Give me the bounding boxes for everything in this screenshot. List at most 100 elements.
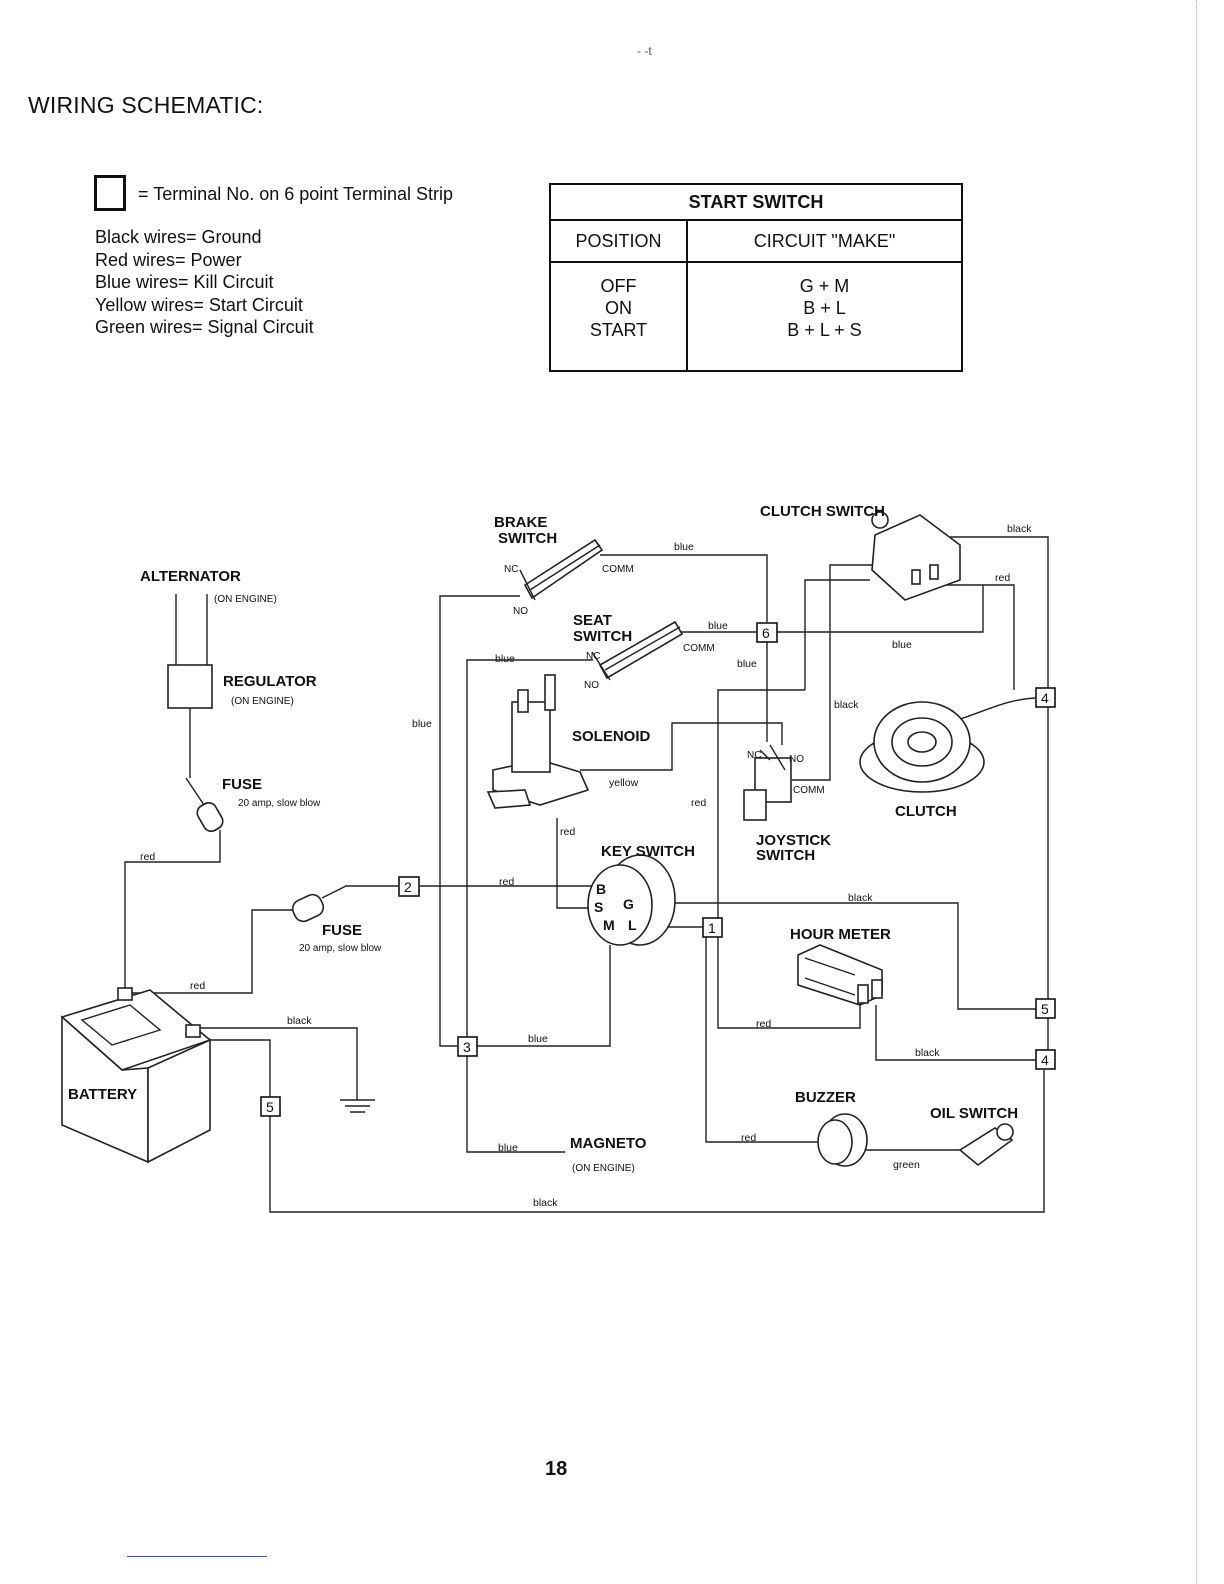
footer-rule	[127, 1556, 267, 1557]
terminal-legend-box	[94, 175, 126, 211]
position-off: OFF	[600, 276, 637, 296]
wire-label-blue: blue	[498, 1142, 518, 1154]
wires	[124, 536, 1049, 1213]
upper-fuse-sub: 20 amp, slow blow	[238, 798, 321, 809]
lower-fuse-label: FUSE	[322, 922, 362, 939]
legend-item: Red wires= Power	[95, 249, 242, 270]
brake-blue-wire	[439, 595, 520, 1047]
brake-no-label: NO	[513, 606, 528, 617]
terminal-6: 6	[762, 625, 770, 641]
seat-nc-blue-wire	[466, 659, 593, 1037]
wire-label-red: red	[190, 980, 205, 992]
wire-label-black: black	[834, 699, 859, 711]
circuit-column: G + M B + L B + L + S	[686, 261, 963, 372]
brake-switch-label-1: BRAKE	[494, 514, 547, 531]
page-title: WIRING SCHEMATIC:	[28, 92, 264, 118]
wire-label-black: black	[1007, 523, 1032, 535]
hour-meter-black-wire	[875, 1005, 1036, 1061]
lower-fuse-icon	[291, 885, 347, 923]
terminal-4-upper: 4	[1041, 690, 1049, 706]
key-switch-icon	[587, 854, 676, 946]
key-m-blue-wire	[477, 945, 611, 1047]
clutch-label: CLUTCH	[895, 803, 957, 820]
wire-label-red: red	[140, 851, 155, 863]
page-number: 18	[545, 1458, 568, 1480]
legend-item: Yellow wires= Start Circuit	[95, 294, 303, 315]
magneto-blue-wire	[466, 1055, 565, 1153]
joystick-label-1: JOYSTICK	[756, 832, 831, 849]
terminal1-buzzer-red-wire	[705, 937, 818, 1143]
circuit-header: CIRCUIT "MAKE"	[686, 219, 963, 263]
seat-nc-label: NC	[586, 651, 600, 662]
wire-color-legend: Black wires= Ground Red wires= Power Blu…	[95, 226, 314, 339]
buzzer-icon	[817, 1113, 868, 1167]
bottom-black-wire	[269, 1070, 1045, 1213]
magneto-label: MAGNETO	[570, 1135, 647, 1152]
wire-label-red: red	[741, 1132, 756, 1144]
start-switch-table: START SWITCH POSITION CIRCUIT "MAKE" OFF…	[549, 183, 963, 372]
key-g-black-wire	[640, 902, 1036, 1010]
wire-label-blue: blue	[674, 541, 694, 553]
yellow-start-wire	[580, 722, 783, 771]
joystick-no-label: NO	[789, 754, 804, 765]
key-pin-s: S	[594, 899, 603, 915]
buzzer-label: BUZZER	[795, 1089, 856, 1106]
terminal-5-left: 5	[266, 1099, 274, 1115]
lower-fuse-sub: 20 amp, slow blow	[299, 943, 382, 954]
wire-label-blue: blue	[495, 653, 515, 665]
wire-label-yellow: yellow	[609, 777, 639, 789]
wire-label-red: red	[756, 1018, 771, 1030]
clutch-black-wire	[804, 579, 870, 690]
upper-fuse-icon	[185, 777, 224, 832]
clutch-black-rail-wire	[950, 536, 1049, 1050]
wire-label-green: green	[893, 1159, 920, 1171]
brake-switch-label-2: SWITCH	[498, 530, 557, 547]
alternator-wire	[175, 594, 208, 665]
wire-label-red: red	[560, 826, 575, 838]
key-pin-g: G	[623, 896, 634, 912]
magneto-sub: (ON ENGINE)	[572, 1163, 635, 1174]
brake-comm-label: COMM	[602, 564, 634, 575]
wire-label-black: black	[848, 892, 873, 904]
position-column: OFF ON START	[549, 261, 688, 372]
regulator-box	[167, 664, 213, 709]
seat-switch-label-1: SEAT	[573, 612, 612, 629]
lower-fuse-battery-red-wire	[132, 909, 297, 994]
terminal-4-lower: 4	[1041, 1052, 1049, 1068]
scan-edge-line	[1196, 0, 1197, 1584]
wire-label-black: black	[915, 1047, 940, 1059]
legend-item: Blue wires= Kill Circuit	[95, 272, 274, 292]
joystick-nc-label: NC	[747, 750, 761, 761]
brake-comm-blue-wire	[600, 554, 768, 622]
alternator-label: ALTERNATOR	[140, 568, 241, 585]
terminal-strip: 2 3 1 6 4 5 4 5	[260, 622, 1056, 1117]
wire-label-red: red	[691, 797, 706, 809]
circuit-on: B + L	[803, 298, 846, 318]
position-on: ON	[605, 298, 632, 318]
legend-item: Black wires= Ground	[95, 227, 262, 247]
wire-label-red: red	[995, 572, 1010, 584]
wire-label-blue: blue	[892, 639, 912, 651]
joystick-comm-label: COMM	[793, 785, 825, 796]
seat-switch-label-2: SWITCH	[573, 628, 632, 645]
hour-meter-red-wire	[717, 689, 861, 1029]
fuse-battery-red-wire	[124, 830, 221, 990]
clutch-red-wire	[945, 584, 1015, 690]
position-header: POSITION	[549, 219, 688, 263]
terminal-1: 1	[708, 920, 716, 936]
brake-switch-icon	[519, 538, 604, 601]
clutch-switch-label: CLUTCH SWITCH	[760, 503, 885, 520]
key-pin-m: M	[603, 917, 615, 933]
key-pin-l: L	[628, 917, 637, 933]
wire-label-black: black	[287, 1015, 312, 1027]
ground-black-wire	[196, 1027, 358, 1100]
seat-comm-label: COMM	[683, 643, 715, 654]
joystick-switch-icon	[743, 744, 792, 821]
seat-no-label: NO	[584, 680, 599, 691]
legend-item: Green wires= Signal Circuit	[95, 317, 314, 337]
brake-nc-label: NC	[504, 564, 518, 575]
oil-switch-label: OIL SWITCH	[930, 1105, 1018, 1122]
wire-label-black: black	[533, 1197, 558, 1209]
joystick-comm-wire	[792, 564, 880, 781]
ground-symbol	[340, 1099, 375, 1113]
